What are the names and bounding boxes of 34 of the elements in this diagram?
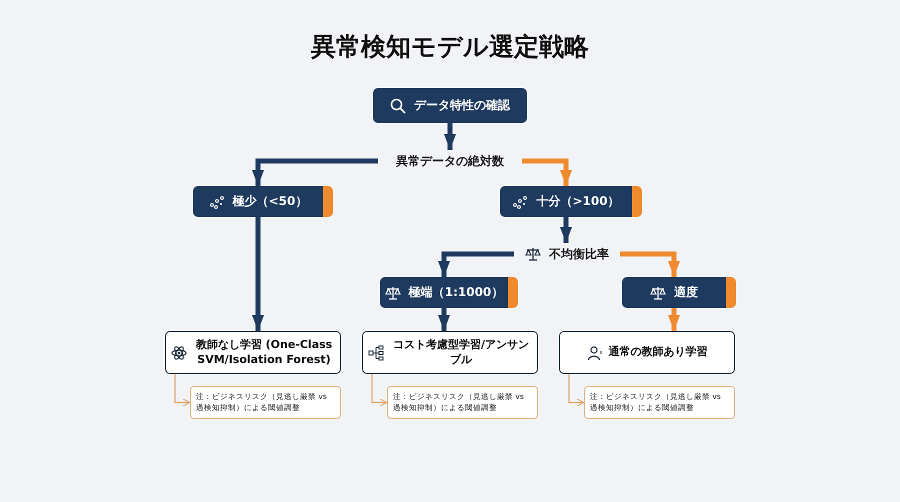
decision-box — [622, 277, 736, 308]
box-label: 極端（1:1000） — [408, 284, 504, 301]
arrow — [522, 158, 572, 186]
branch-label: 異常データの絶対数 — [396, 152, 504, 170]
decision-box — [500, 186, 642, 217]
note-box — [190, 386, 341, 419]
title: 異常検知モデル選定戦略 — [310, 31, 590, 63]
arrow — [252, 217, 264, 331]
box-label: 極少（<50） — [232, 193, 308, 210]
result-box — [559, 331, 735, 374]
decision-box — [380, 277, 518, 308]
result-box — [165, 331, 341, 374]
arrow — [668, 308, 680, 331]
box-label: 十分（>100） — [536, 193, 620, 210]
box-label: データ特性の確認 — [414, 97, 510, 114]
result-box — [362, 331, 538, 374]
arrow — [620, 252, 680, 277]
note-box — [387, 386, 538, 419]
box-label: 教師なし学習 (One-Class SVM/Isolation Forest) — [194, 338, 334, 367]
decision-box — [193, 186, 333, 217]
arrow — [252, 158, 378, 186]
note-box — [584, 386, 735, 419]
arrow — [560, 217, 572, 243]
box-label: コスト考慮型学習/アンサンブル — [392, 338, 530, 367]
box-label: 適度 — [674, 284, 698, 301]
arrow — [444, 123, 456, 150]
branch-label: 不均衡比率 — [549, 246, 609, 262]
leader-arrow — [174, 374, 190, 406]
arrow — [438, 308, 450, 331]
leader-arrow — [568, 374, 584, 406]
arrow — [438, 252, 514, 277]
box-label: 通常の教師あり学習 — [608, 345, 708, 360]
leader-arrow — [371, 374, 388, 406]
decision-box — [373, 88, 527, 123]
